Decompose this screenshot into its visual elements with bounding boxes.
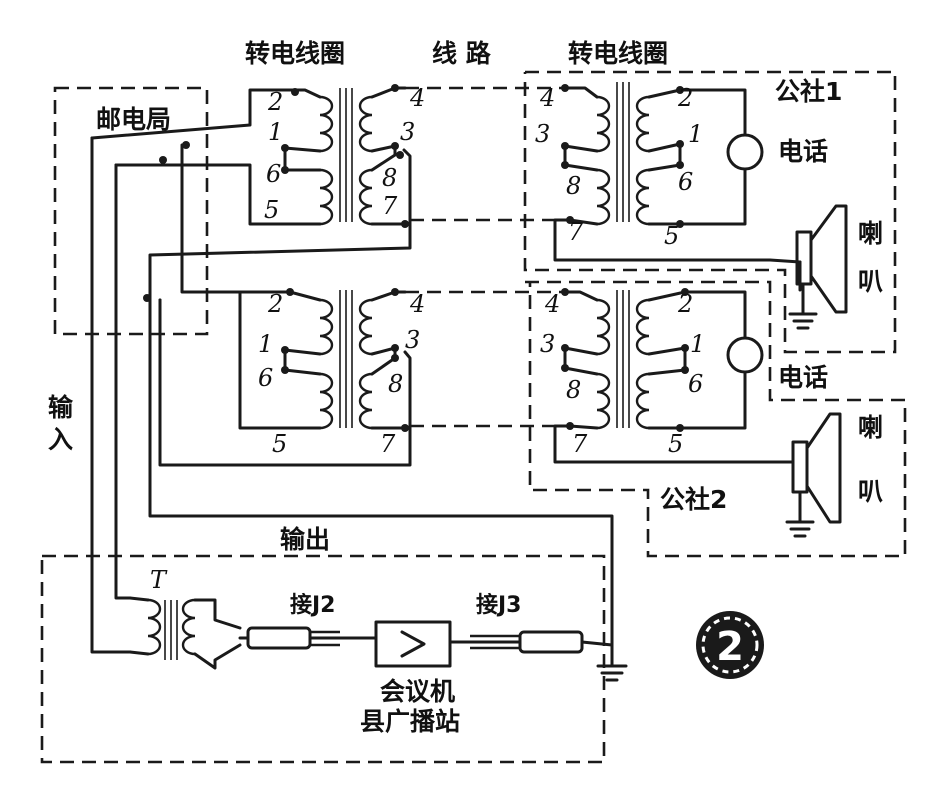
t1-left-6: 6 (266, 160, 281, 188)
speaker-2-label-top: 喇 (858, 413, 883, 442)
t4-right-1: 1 (690, 330, 705, 358)
post-office-box (53, 86, 209, 336)
commune-2-label: 公社2 (660, 485, 727, 514)
telephone-2-label: 电话 (778, 363, 828, 392)
speaker-1-icon (788, 204, 848, 330)
t3-right-4: 4 (409, 290, 425, 318)
t2-left-8: 8 (566, 172, 581, 200)
t4-left-4: 4 (544, 290, 560, 318)
speaker-1-label-bottom: 叭 (858, 267, 883, 296)
transformer-1-wiring (90, 86, 412, 302)
commune-1-box (523, 70, 897, 354)
t3-left-5: 5 (272, 430, 287, 458)
t2-right-1: 1 (688, 120, 703, 148)
commune-1-label: 公社1 (775, 77, 842, 106)
transfer-coil-right-label: 转电线圈 (568, 39, 668, 68)
t1-right-4: 4 (409, 84, 425, 112)
text-labels: 转电线圈 线 路 转电线圈 邮电局 公社1 公社2 电话 电话 喇 叭 喇 叭 … (48, 39, 883, 736)
t1-left-1: 1 (268, 118, 283, 146)
t2-left-3: 3 (535, 120, 550, 148)
speaker-1-label-top: 喇 (858, 219, 883, 248)
input-label-bottom: 入 (48, 425, 73, 454)
junction-dots (143, 84, 689, 432)
transformer-3 (319, 290, 373, 430)
t1-right-7: 7 (382, 192, 398, 220)
t4-right-5: 5 (668, 430, 683, 458)
jack-j2-label: 接J2 (290, 593, 336, 618)
transmission-lines (405, 86, 565, 428)
telephone-1-icon (726, 133, 764, 171)
t1-left-5: 5 (264, 196, 279, 224)
amplifier-box (374, 620, 522, 668)
t4-right-6: 6 (688, 370, 703, 398)
t1-left-2: 2 (267, 88, 283, 116)
transformer-3-wiring (158, 143, 412, 467)
transfer-coil-left-label: 转电线圈 (245, 39, 345, 68)
transformer-t-label: T (150, 566, 168, 594)
t2-right-5: 5 (664, 222, 679, 250)
post-office-label: 邮电局 (96, 105, 171, 134)
t3-right-7: 7 (380, 430, 396, 458)
t4-left-7: 7 (572, 430, 588, 458)
t4-right-2: 2 (677, 290, 693, 318)
t2-right-6: 6 (678, 168, 693, 196)
speaker-2-label-bottom: 叭 (858, 477, 883, 506)
transformer-t (128, 596, 242, 670)
speaker-2-icon (785, 412, 842, 538)
station-wiring (90, 136, 628, 682)
t2-right-2: 2 (677, 84, 693, 112)
t3-left-1: 1 (258, 330, 273, 358)
t3-left-6: 6 (258, 364, 273, 392)
jack-j2 (238, 626, 378, 650)
telephone-2-icon (726, 336, 764, 374)
t3-left-2: 2 (267, 290, 283, 318)
t3-right-8: 8 (388, 370, 403, 398)
jack-j3 (470, 630, 614, 654)
broadcast-station-label: 县广播站 (360, 707, 460, 736)
transformer-1 (319, 88, 373, 226)
t2-left-7: 7 (568, 218, 584, 246)
transformer-4 (596, 290, 650, 430)
t4-left-8: 8 (566, 376, 581, 404)
t1-right-3: 3 (400, 118, 415, 146)
input-label-top: 输 (48, 393, 74, 422)
t4-left-3: 3 (540, 330, 555, 358)
jack-j3-label: 接J3 (476, 593, 522, 618)
t3-right-3: 3 (405, 326, 420, 354)
broadcast-station-box (40, 554, 606, 764)
transformer-2 (596, 82, 650, 226)
telephone-1-label: 电话 (778, 137, 828, 166)
terminal-labels: 2 1 6 5 4 3 8 7 4 3 8 7 2 1 6 5 2 1 6 5 … (258, 84, 705, 458)
t1-right-8: 8 (382, 164, 397, 192)
t2-left-4: 4 (539, 84, 555, 112)
conference-machine-label: 会议机 (380, 677, 455, 706)
line-label: 线 路 (432, 39, 492, 68)
figure-number: 2 (716, 624, 744, 670)
output-label: 输出 (280, 525, 330, 554)
figure-number-stamp: 2 (696, 611, 764, 679)
